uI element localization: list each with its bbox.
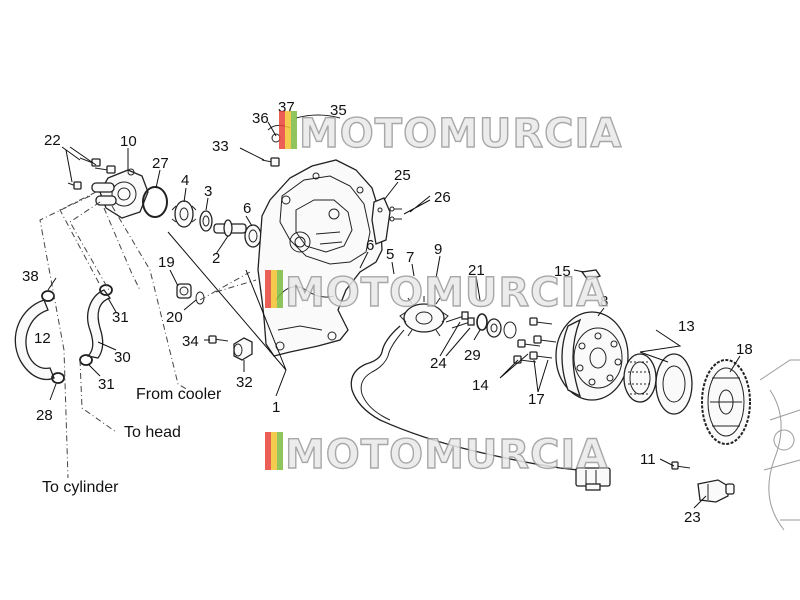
crankcase-cover-1 bbox=[257, 159, 383, 357]
routing-lines bbox=[39, 191, 257, 479]
callout-21: 21 bbox=[468, 262, 485, 279]
callout-30: 30 bbox=[114, 349, 131, 366]
callout-36: 36 bbox=[252, 110, 269, 127]
callout-19: 19 bbox=[158, 254, 175, 271]
spacer-32 bbox=[233, 337, 253, 361]
screws-24 bbox=[445, 311, 475, 329]
hose-30 bbox=[86, 289, 112, 359]
impeller-4 bbox=[171, 200, 197, 228]
callout-35: 35 bbox=[330, 102, 347, 119]
callout-34: 34 bbox=[182, 333, 199, 350]
callout-14: 14 bbox=[472, 377, 489, 394]
starter-gear-18 bbox=[701, 359, 751, 445]
caption-from-cooler: From cooler bbox=[136, 386, 222, 403]
caption-to-head: To head bbox=[124, 424, 181, 441]
screw-11 bbox=[671, 461, 691, 470]
seal-3 bbox=[199, 210, 213, 232]
watermark-flag-yellow bbox=[285, 111, 291, 149]
callout-24: 24 bbox=[430, 355, 447, 372]
clamp-38 bbox=[41, 290, 55, 302]
watermark-flag-yellow bbox=[271, 270, 277, 308]
callout-29: 29 bbox=[464, 347, 481, 364]
callout-38: 38 bbox=[22, 268, 39, 285]
bush-21 bbox=[486, 318, 502, 338]
bolt-22 bbox=[67, 157, 116, 190]
watermark-brand-bottom: MOTOMURCIA bbox=[285, 432, 608, 478]
callout-6b: 6 bbox=[366, 237, 374, 254]
bolt-34 bbox=[208, 335, 229, 344]
callout-7: 7 bbox=[406, 249, 414, 266]
callout-13: 13 bbox=[678, 318, 695, 335]
freewheel-housing-13 bbox=[655, 353, 693, 415]
callout-18: 18 bbox=[736, 341, 753, 358]
callout-17: 17 bbox=[528, 391, 545, 408]
stator-wire bbox=[350, 325, 579, 471]
callout-8: 8 bbox=[600, 293, 608, 310]
caption-to-cylinder: To cylinder bbox=[42, 479, 119, 496]
washer-5 bbox=[503, 321, 517, 339]
callout-15: 15 bbox=[554, 263, 571, 280]
callout-28: 28 bbox=[36, 407, 53, 424]
bearing-6a bbox=[244, 224, 262, 248]
pump-cover-10 bbox=[91, 168, 149, 219]
callout-10: 10 bbox=[120, 133, 137, 150]
callout-numbers: 22 10 27 4 3 6 2 33 36 37 35 25 26 19 20… bbox=[22, 99, 753, 526]
plug-19 bbox=[176, 283, 192, 299]
bolt-33 bbox=[261, 157, 280, 167]
callout-11: 11 bbox=[640, 451, 656, 468]
callout-25: 25 bbox=[394, 167, 411, 184]
bolts-17 bbox=[529, 317, 557, 360]
watermark-middle: MOTOMURCIA bbox=[265, 269, 608, 317]
callout-5: 5 bbox=[386, 246, 394, 263]
leader-lines bbox=[47, 121, 741, 509]
connector bbox=[575, 467, 611, 491]
watermark-flag-red bbox=[265, 270, 271, 308]
o-ring-27 bbox=[142, 186, 168, 218]
seal-29 bbox=[476, 313, 488, 331]
captions: From cooler To head To cylinder bbox=[42, 386, 222, 496]
watermark-bottom: MOTOMURCIA bbox=[265, 431, 608, 479]
callout-31a: 31 bbox=[112, 309, 129, 326]
callout-31b: 31 bbox=[98, 376, 115, 393]
clamp-28 bbox=[51, 372, 65, 384]
callout-23: 23 bbox=[684, 509, 701, 526]
callout-20: 20 bbox=[166, 309, 183, 326]
watermark-top: MOTOMURCIA bbox=[279, 110, 622, 158]
callout-6a: 6 bbox=[243, 200, 251, 217]
callout-3: 3 bbox=[204, 183, 212, 200]
callout-32: 32 bbox=[236, 374, 253, 391]
watermark-brand-middle: MOTOMURCIA bbox=[285, 270, 608, 316]
watermark-flag-green bbox=[277, 432, 283, 470]
callout-22: 22 bbox=[44, 132, 61, 149]
hose-12 bbox=[14, 299, 55, 381]
callout-27: 27 bbox=[152, 155, 169, 172]
stator-9 bbox=[399, 296, 449, 337]
screws-26 bbox=[389, 206, 402, 222]
clamp-31b bbox=[79, 354, 93, 366]
callout-26: 26 bbox=[434, 189, 451, 206]
callout-33: 33 bbox=[212, 138, 229, 155]
stator-wire-2 bbox=[360, 329, 405, 421]
key-15 bbox=[580, 269, 602, 281]
callout-4: 4 bbox=[181, 172, 189, 189]
parts-artwork bbox=[14, 114, 800, 531]
callout-12: 12 bbox=[34, 330, 51, 347]
watermark-flag-green bbox=[291, 111, 297, 149]
watermark-flag-red bbox=[265, 432, 271, 470]
flywheel-8 bbox=[555, 311, 629, 401]
shaft-2 bbox=[213, 219, 247, 237]
callout-1: 1 bbox=[272, 399, 280, 416]
freewheel-13 bbox=[623, 353, 657, 403]
watermark-flag-green bbox=[277, 270, 283, 308]
watermark-flag-red bbox=[279, 111, 285, 149]
watermark-flag-yellow bbox=[271, 432, 277, 470]
bracket-25 bbox=[371, 197, 391, 245]
engine-case-ghost bbox=[759, 359, 800, 531]
callout-9: 9 bbox=[434, 241, 442, 258]
callout-2: 2 bbox=[212, 250, 220, 267]
watermark-brand-top: MOTOMURCIA bbox=[299, 111, 622, 157]
